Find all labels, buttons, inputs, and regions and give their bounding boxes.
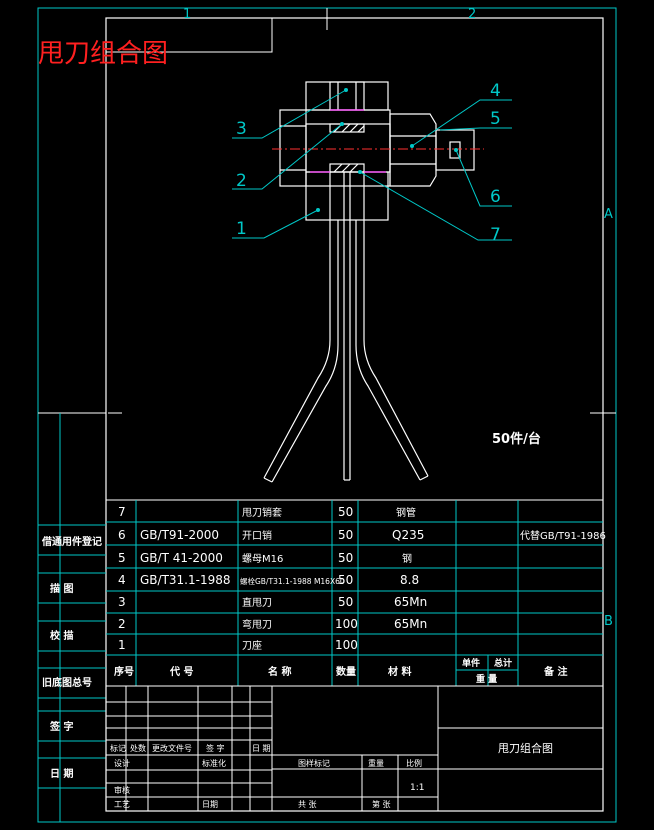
bom-header-remarks: 备 注 (543, 665, 567, 678)
callout-1: 1 (236, 219, 247, 239)
bom-material-6: Q235 (392, 528, 424, 542)
bom-seq-5: 5 (118, 551, 126, 565)
bom-code-4: GB/T31.1-1988 (140, 573, 231, 587)
title-drawing-name: 甩刀组合图 (498, 741, 553, 755)
callout-2: 2 (236, 171, 247, 191)
bom-code-6: GB/T91-2000 (140, 528, 219, 542)
bom-seq-1: 1 (118, 638, 126, 652)
callout-5: 5 (490, 109, 501, 129)
title-left-date: 日期 (202, 800, 218, 809)
leader-lines (232, 89, 512, 241)
side-label-2: 校 描 (50, 629, 73, 642)
title-row-label-1: 处数 (130, 743, 146, 753)
title-left-standard: 标准化 (202, 758, 226, 768)
zone-label-1: 1 (183, 7, 191, 22)
bom-name-3: 直甩刀 (242, 596, 272, 609)
bom-remarks-6: 代替GB/T91-1986 (520, 529, 606, 542)
bom-material-7: 钢管 (396, 506, 416, 519)
title-sheet-label: 共 张 (298, 800, 317, 809)
callout-3: 3 (236, 119, 247, 139)
bom-qty-2: 100 (335, 617, 358, 631)
bom-seq-2: 2 (118, 617, 126, 631)
bom-qty-6: 50 (338, 528, 353, 542)
bom-name-5: 螺母M16 (242, 553, 283, 565)
title-left-review: 审核 (114, 785, 130, 795)
bom-header-total-weight: 总计 (494, 657, 512, 669)
bom-qty-1: 100 (335, 638, 358, 652)
bom-name-7: 甩刀销套 (242, 506, 282, 519)
title-row-label-0: 标记 (110, 743, 126, 753)
bom-name-6: 开口销 (242, 529, 272, 542)
callout-7: 7 (490, 225, 501, 245)
bom-material-2: 65Mn (394, 617, 427, 631)
zone-label-2: 2 (468, 7, 476, 22)
title-scale-label: 比例 (406, 758, 422, 768)
title-scale: 1:1 (410, 783, 424, 793)
bom-material-5: 钢 (402, 552, 412, 565)
side-label-3: 旧底图总号 (42, 676, 92, 689)
quantity-note: 50件/台 (492, 431, 541, 447)
bom-seq-7: 7 (118, 505, 126, 519)
side-label-5: 日 期 (50, 767, 73, 780)
title-weight-label: 重量 (368, 758, 384, 768)
bom-header-seq: 序号 (114, 665, 134, 678)
side-labels-frame (38, 413, 106, 822)
bom-code-5: GB/T 41-2000 (140, 551, 223, 565)
bom-qty-7: 50 (338, 505, 353, 519)
title-left-design: 设计 (114, 758, 130, 768)
bom-qty-5: 50 (338, 551, 353, 565)
title-row-label-4: 日 期 (252, 744, 271, 753)
title-row-label-2: 更改文件号 (152, 743, 192, 753)
side-label-0: 借通用件登记 (41, 535, 102, 548)
bom-header-weight: 重 量 (476, 673, 497, 685)
bom-header-code: 代 号 (169, 665, 193, 678)
callout-6: 6 (490, 187, 501, 207)
side-label-1: 描 图 (50, 582, 73, 595)
bom-seq-6: 6 (118, 528, 126, 542)
title-block (105, 685, 604, 812)
bom-name-1: 刀座 (242, 639, 262, 652)
drawing-title-red: 甩刀组合图 (38, 39, 168, 69)
bom-header-unit-weight: 单件 (462, 657, 480, 669)
bom-qty-4: 50 (338, 573, 353, 587)
side-label-4: 签 字 (49, 720, 73, 733)
zone-label-B: B (604, 614, 613, 629)
callout-4: 4 (490, 81, 501, 101)
title-row-label-3: 签 字 (206, 743, 225, 753)
bom-table (105, 499, 604, 687)
bom-name-2: 弯甩刀 (242, 618, 272, 631)
title-left-craft: 工艺 (114, 800, 130, 809)
bom-header-qty: 数量 (336, 665, 356, 678)
bom-header-material: 材 料 (388, 665, 411, 678)
bom-header-name: 名 称 (268, 665, 291, 678)
bom-name-4: 螺栓GB/T31.1-1988 M16X60 (240, 576, 345, 586)
zone-label-A: A (604, 207, 613, 222)
bom-material-4: 8.8 (400, 573, 419, 587)
bom-seq-3: 3 (118, 595, 126, 609)
bom-seq-4: 4 (118, 573, 126, 587)
title-mark-label: 图样标记 (298, 758, 330, 768)
bom-material-3: 65Mn (394, 595, 427, 609)
bom-qty-3: 50 (338, 595, 353, 609)
title-page-label: 第 张 (372, 799, 391, 809)
